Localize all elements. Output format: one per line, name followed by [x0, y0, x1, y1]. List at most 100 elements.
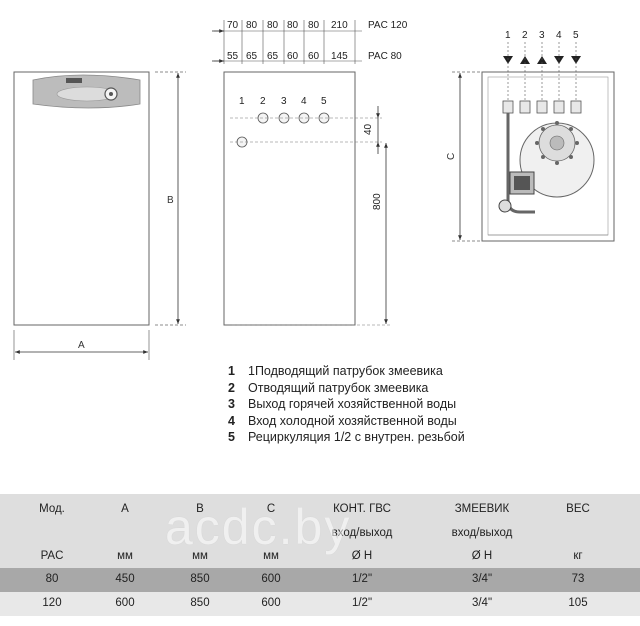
- table-header: C: [266, 503, 276, 515]
- port-number: 4: [301, 96, 307, 107]
- table-cell: 120: [42, 597, 62, 609]
- watermark: acdc.by: [165, 499, 352, 555]
- dimension-drawings: A B 70 80 80 80 80 210 PAC: [13, 20, 615, 360]
- brand-logo: [66, 78, 82, 83]
- side-port-5: [318, 112, 330, 124]
- top-dim: 210: [331, 20, 348, 31]
- top-dim: 70: [227, 20, 239, 31]
- bottom-dimension-row: 55 65 65 60 60 145 PAC 80: [227, 51, 402, 62]
- rear-fitting: [553, 100, 565, 114]
- bottom-dim: 60: [308, 51, 320, 62]
- rear-fitting: [536, 100, 548, 114]
- rear-fitting: [502, 100, 514, 114]
- rear-height-label: C: [446, 153, 457, 160]
- legend-item: 3 Выход горячей хозяйственной воды: [228, 396, 528, 413]
- legend-number: 4: [228, 413, 235, 428]
- table-cell: 3/4": [471, 597, 493, 609]
- table-unit: Ø H: [471, 550, 493, 562]
- rear-view: 1 2 3 4 5: [446, 30, 615, 242]
- connection-legend: 1 1Подводящий патрубок змеевика 2 Отводящи…: [228, 363, 528, 446]
- table-header: A: [121, 503, 129, 515]
- side-port-3: [278, 112, 290, 124]
- table-cell: 1/2": [351, 597, 373, 609]
- table-cell: 105: [568, 597, 588, 609]
- bottom-dim: 60: [287, 51, 299, 62]
- top-dimension-row: 70 80 80 80 80 210 PAC 120: [227, 20, 408, 31]
- table-cell: 450: [115, 573, 135, 585]
- table-cell: 600: [261, 597, 281, 609]
- legend-item: 1 1Подводящий патрубок змеевика: [228, 363, 528, 380]
- legend-text: 1Подводящий патрубок змеевика: [248, 364, 443, 378]
- port-number: 2: [522, 30, 528, 41]
- side-port-numbers: 1 2 3 4 5: [239, 96, 327, 107]
- table-cell: 600: [115, 597, 135, 609]
- side-view: 70 80 80 80 80 210 PAC 120 55 65 65 60 6…: [212, 20, 408, 326]
- table-cell: 600: [261, 573, 281, 585]
- port-number: 1: [505, 30, 511, 41]
- bottom-dim: 145: [331, 51, 348, 62]
- front-width-label: A: [78, 340, 85, 351]
- rear-valve: [498, 199, 512, 213]
- legend-item: 5 Рециркуляция 1/2 с внутрен. резьбой: [228, 429, 528, 446]
- legend-number: 2: [228, 380, 235, 395]
- dim-800-label: 800: [372, 193, 383, 210]
- port-number: 2: [260, 96, 266, 107]
- table-unit: PAC: [40, 550, 64, 562]
- legend-text: Вход холодной хозяйственной воды: [248, 413, 457, 428]
- table-unit: кг: [573, 550, 583, 562]
- front-view: A B: [13, 71, 186, 360]
- model-label-bottom: PAC 80: [368, 51, 402, 62]
- legend-text: Выход горячей хозяйственной воды: [248, 397, 457, 411]
- table-header: ЗМЕЕВИК: [454, 503, 510, 515]
- legend-item: 2 Отводящий патрубок змеевика: [228, 380, 528, 397]
- table-header: Мод.: [39, 503, 65, 515]
- rear-pipe: [506, 113, 535, 214]
- port-number: 5: [321, 96, 327, 107]
- bottom-dim: 65: [267, 51, 279, 62]
- top-dim: 80: [267, 20, 279, 31]
- dim-40-label: 40: [363, 123, 374, 135]
- table-row-highlight: [0, 568, 640, 592]
- front-boiler-body: [13, 71, 150, 326]
- table-cell: 1/2": [351, 573, 373, 585]
- table-cell: 850: [190, 597, 210, 609]
- port-number: 4: [556, 30, 562, 41]
- bottom-dim: 55: [227, 51, 239, 62]
- side-port-4: [298, 112, 310, 124]
- table-cell: 80: [45, 573, 59, 585]
- spec-table: Мод. A B C КОНТ. ГВС ЗМЕЕВИК ВЕС вход/вы…: [0, 494, 640, 616]
- front-height-label: B: [167, 195, 174, 206]
- table-unit: Ø H: [351, 550, 373, 562]
- table-cell: 73: [571, 573, 585, 585]
- table-cell: 850: [190, 573, 210, 585]
- model-label-top: PAC 120: [368, 20, 408, 31]
- port-number: 3: [539, 30, 545, 41]
- legend-item: 4 Вход холодной хозяйственной воды: [228, 413, 528, 430]
- table-header: B: [196, 503, 204, 515]
- legend-number: 1: [228, 364, 235, 378]
- legend-number: 5: [228, 430, 235, 444]
- table-header: ВЕС: [566, 503, 590, 515]
- table-unit: мм: [263, 550, 279, 562]
- legend-text: Отводящий патрубок змеевика: [248, 380, 429, 395]
- table-unit: мм: [117, 550, 133, 562]
- bottom-dim: 65: [246, 51, 258, 62]
- top-dim: 80: [308, 20, 320, 31]
- top-dim: 80: [246, 20, 258, 31]
- table-header: КОНТ. ГВС: [333, 503, 391, 515]
- port-number: 3: [281, 96, 287, 107]
- side-boiler-body: [223, 71, 356, 326]
- port-number: 5: [573, 30, 579, 41]
- table-subheader: вход/выход: [451, 527, 513, 539]
- rear-fitting: [519, 100, 531, 114]
- legend-number: 3: [228, 397, 235, 411]
- table-unit: мм: [192, 550, 208, 562]
- table-cell: 3/4": [471, 573, 493, 585]
- table-row-background: [0, 592, 640, 616]
- rear-fitting: [570, 100, 582, 114]
- legend-text: Рециркуляция 1/2 с внутрен. резьбой: [248, 430, 465, 444]
- table-subheader: вход/выход: [331, 527, 393, 539]
- rear-port-numbers: 1 2 3 4 5: [505, 30, 579, 41]
- top-dim: 80: [287, 20, 299, 31]
- port-number: 1: [239, 96, 245, 107]
